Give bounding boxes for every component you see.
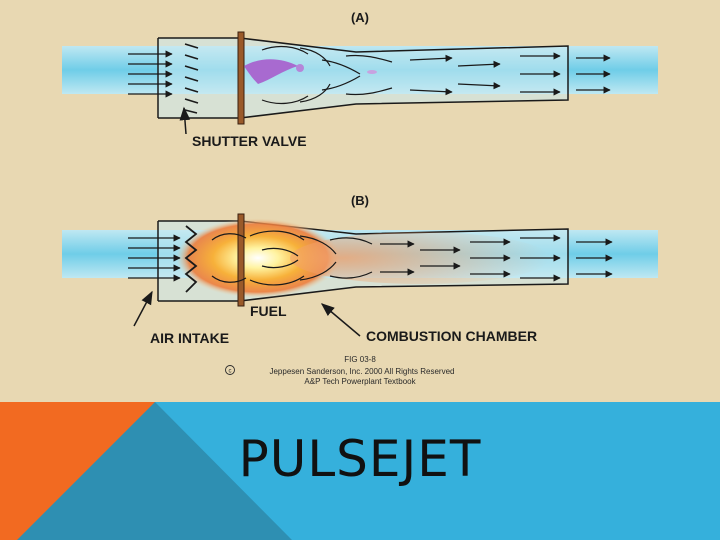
engine-body-a [158,37,569,119]
title-band-shapes [0,402,720,540]
shutter-valve-label: SHUTTER VALVE [192,133,307,149]
exhaust-arrows-b [380,234,613,282]
slide-title: PULSEJET [238,430,482,488]
title-band-orange-triangle [0,402,155,540]
panel-a-label: (A) [351,10,369,25]
combustion-swirls-b [211,230,373,286]
panel-b-label: (B) [351,193,369,208]
caption-fig-number: FIG 03-8 [344,355,376,364]
fuel-label: FUEL [250,303,287,319]
intake-arrows-a [128,50,173,98]
combustion-fire [176,218,340,298]
diagram-canvas: (A) [62,10,658,386]
flow-swirls-a [261,45,393,105]
combustion-tail [290,232,550,284]
exhaust-arrows-a [409,52,611,96]
figure-caption: FIG 03-8 c Jeppesen Sanderson, Inc. 2000… [225,355,455,386]
panel-b: (B) [62,193,658,346]
title-band [0,402,720,540]
pulsejet-diagram: (A) [0,0,720,402]
air-intake-label: AIR INTAKE [150,330,229,346]
svg-text:c: c [229,369,232,375]
intake-arrows-b [128,234,181,282]
copyright-icon [225,365,235,375]
panel-a: (A) [62,10,658,149]
fuel-spray-a [244,59,298,84]
fuel-pipe-a [237,31,245,125]
combustion-chamber-label: COMBUSTION CHAMBER [366,328,537,344]
caption-copyright: Jeppesen Sanderson, Inc. 2000 All Rights… [269,367,454,376]
fuel-pipe-b [237,213,245,307]
caption-source: A&P Tech Powerplant Textbook [304,377,416,386]
shutter-valve-closed-b [184,225,198,293]
